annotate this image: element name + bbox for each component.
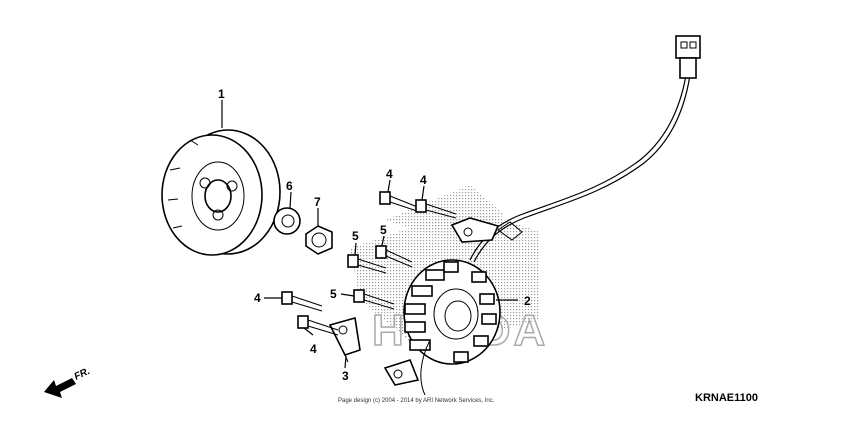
callout-5-c: 5 — [330, 287, 337, 301]
lower-bracket[interactable] — [383, 359, 420, 386]
bolt-4-lower[interactable] — [297, 315, 339, 336]
front-arrow-icon: FR. — [44, 366, 92, 398]
callout-5-a: 5 — [352, 229, 359, 243]
callout-4-a: 4 — [386, 167, 393, 181]
washer[interactable] — [273, 207, 301, 235]
flange-nut[interactable] — [305, 225, 333, 255]
wire-clamp[interactable] — [328, 316, 361, 363]
callout-7: 7 — [314, 195, 321, 209]
bolt-4-top-right[interactable] — [415, 199, 457, 219]
connector-plug[interactable] — [675, 35, 701, 79]
callout-3: 3 — [342, 369, 349, 383]
bolt-4-left[interactable] — [281, 291, 323, 312]
callout-4-c: 4 — [254, 291, 261, 305]
leader-lines — [221, 100, 518, 369]
callout-2: 2 — [524, 294, 531, 308]
callout-5-b: 5 — [380, 223, 387, 237]
bolt-5-upper-right[interactable] — [375, 245, 413, 268]
callout-4-d: 4 — [310, 342, 317, 356]
stator[interactable] — [403, 259, 501, 365]
flywheel-rotor[interactable] — [161, 129, 281, 256]
callout-1: 1 — [218, 87, 225, 101]
front-indicator-label: FR. — [73, 366, 92, 383]
callout-4-b: 4 — [420, 173, 427, 187]
pickup-bracket[interactable] — [450, 217, 500, 243]
copyright-text: Page design (c) 2004 - 2014 by ARI Netwo… — [338, 398, 495, 404]
diagram-code: KRNAE1100 — [695, 392, 758, 404]
callout-6: 6 — [286, 179, 293, 193]
bolt-5-upper-left[interactable] — [347, 254, 387, 274]
bolt-4-top-left[interactable] — [379, 191, 421, 213]
